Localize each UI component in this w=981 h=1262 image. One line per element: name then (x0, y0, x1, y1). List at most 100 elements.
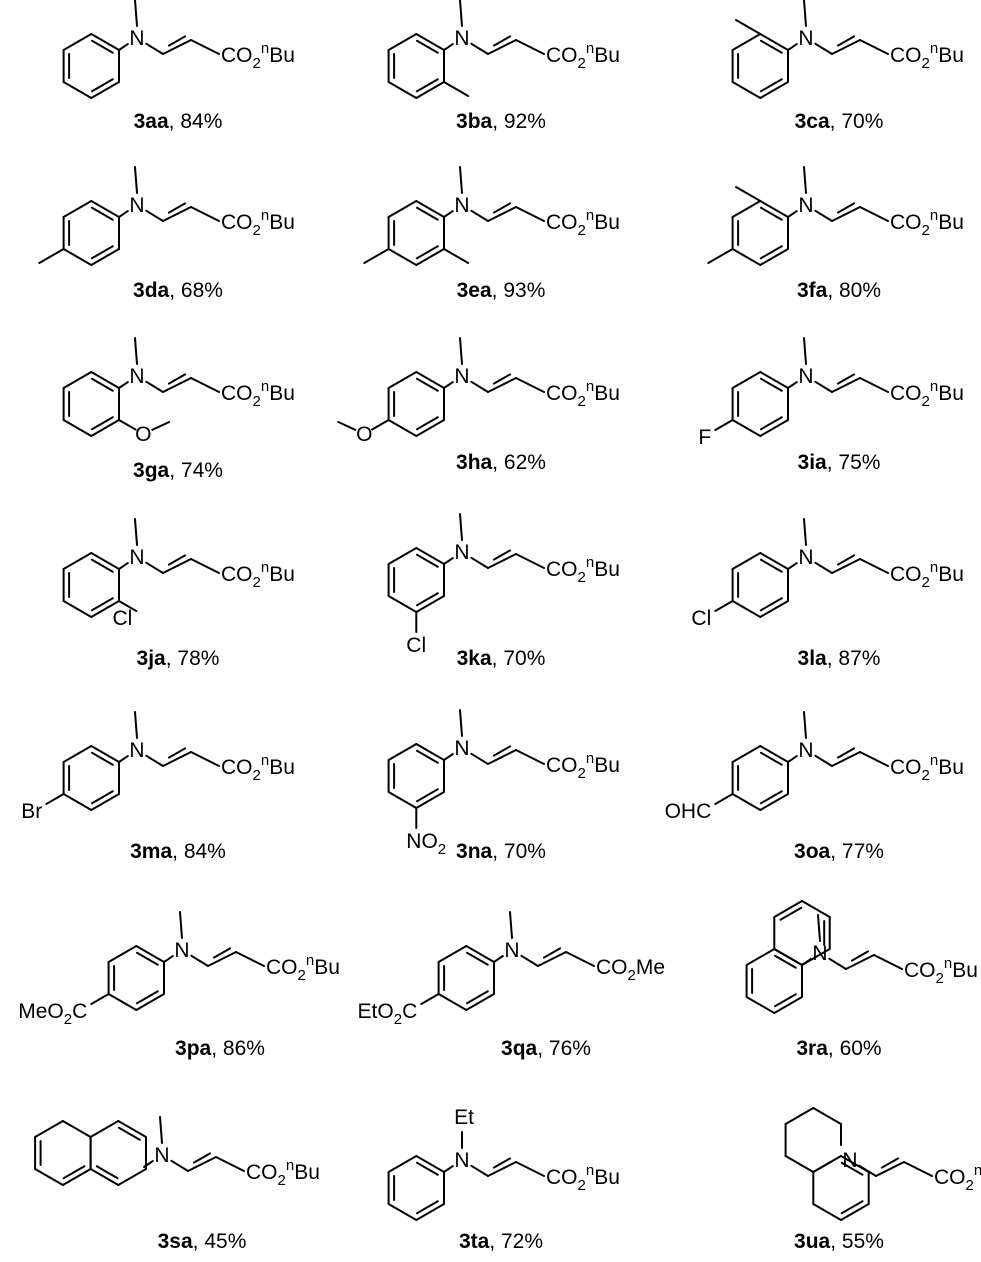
ester-group-label: CO2nBu (890, 752, 964, 784)
ester-bond (215, 1156, 245, 1172)
ester-bond (515, 749, 545, 765)
substituent-label: NO2 (406, 830, 446, 858)
compound-code: 3ba (456, 110, 493, 133)
ester-bond (515, 1161, 545, 1177)
ring-bond (759, 33, 789, 51)
n-aryl-bond (787, 43, 798, 51)
compound-code: 3la (798, 647, 828, 670)
double-bond-inner (91, 245, 114, 260)
alkene-bond (487, 377, 517, 393)
compound-yield: 70% (504, 840, 546, 863)
nitrogen-atom: N (129, 546, 144, 569)
ester-group-label: CO2nBu (890, 207, 964, 239)
n-methyl-bond (803, 337, 807, 365)
alkene-bond (162, 39, 192, 55)
double-bond-inner (416, 78, 439, 93)
double-bond-inner (91, 790, 114, 805)
substituent-label: Cl (112, 607, 132, 630)
ring-bond (784, 1107, 815, 1125)
nitrogen-atom: N (454, 737, 469, 760)
ring-bond (89, 1120, 120, 1138)
n-aryl-bond (118, 210, 129, 218)
compound-yield: 70% (841, 110, 883, 133)
ring-bond (387, 200, 418, 218)
double-bond-inner (760, 206, 783, 221)
double-bond-inner (416, 553, 439, 568)
alkene-double-bond (836, 373, 856, 385)
ring-bond (415, 419, 445, 437)
ring-bond (731, 33, 762, 51)
compound-caption: 3ja, 78% (137, 647, 220, 670)
alkene-double-bond (167, 202, 187, 214)
n-aryl-bond (443, 557, 454, 565)
n-vinyl-bond (814, 380, 833, 393)
compound-code: 3pa (175, 1037, 212, 1060)
compound-caption: 3fa, 80% (797, 279, 881, 302)
ring-bond (415, 743, 445, 761)
ring-bond (415, 1203, 445, 1221)
compound-caption: 3ca, 70% (795, 110, 884, 133)
alkene-bond (537, 951, 567, 967)
compound-caption: 3ha, 62% (456, 451, 546, 474)
compound-caption: 3ta, 72% (459, 1230, 543, 1253)
n-methyl-bond (459, 337, 463, 365)
n-aryl-bond (443, 381, 454, 389)
ester-group-label: CO2nBu (221, 752, 295, 784)
double-bond-inner (416, 749, 439, 764)
ring-bond (62, 793, 93, 811)
ring-bond (731, 419, 762, 437)
ring-bond (812, 1155, 842, 1173)
substituent-label: EtO2C (358, 1000, 418, 1028)
ring-bond (387, 419, 418, 437)
nitrogen-atom: N (798, 27, 813, 50)
ring-bond (34, 1120, 64, 1138)
methyl-bond (443, 81, 470, 97)
n-vinyl-bond (814, 754, 833, 767)
double-bond-inner (760, 39, 783, 54)
ring-bond (117, 1120, 147, 1138)
ring-bond (415, 1155, 445, 1173)
double-bond-inner (91, 416, 114, 431)
double-bond-inner (760, 597, 783, 612)
substituent-bond (45, 793, 65, 805)
nitrogen-atom: N (154, 1144, 169, 1167)
n-aryl-bond (118, 562, 129, 570)
double-bond-inner (840, 1200, 864, 1215)
ring-bond (387, 743, 418, 761)
compound-code: 3ja (137, 647, 167, 670)
alkene-bond (162, 558, 192, 574)
ring-bond (62, 81, 93, 99)
methyl-bond (735, 19, 762, 35)
alkene-double-bond (167, 35, 187, 47)
substituent-label: Cl (691, 607, 711, 630)
n-aryl-bond (787, 755, 798, 763)
methoxy-bond (151, 421, 171, 431)
ester-group-label: CO2nBu (546, 40, 620, 72)
n-methyl-bond (803, 518, 807, 546)
ring-bond (437, 993, 468, 1011)
n-methyl-bond (159, 1116, 163, 1144)
nitrogen-atom: N (454, 27, 469, 50)
compound-caption: 3da, 68% (133, 279, 223, 302)
ester-group-label: CO2nBu (546, 207, 620, 239)
compound-yield: 76% (549, 1037, 591, 1060)
ester-group-label: CO2nBu (221, 559, 295, 591)
ring-bond (759, 81, 789, 99)
nitrogen-atom: N (454, 1149, 469, 1172)
double-bond-inner (774, 954, 797, 969)
n-methyl-bond (134, 711, 138, 739)
n-vinyl-bond (170, 1159, 189, 1172)
ring-bond (107, 993, 138, 1011)
n-vinyl-bond (145, 209, 164, 222)
ester-group-label: CO2nBu (546, 378, 620, 410)
alkene-bond (162, 751, 192, 767)
compound-yield: 84% (184, 840, 226, 863)
ring-bond (759, 248, 789, 266)
